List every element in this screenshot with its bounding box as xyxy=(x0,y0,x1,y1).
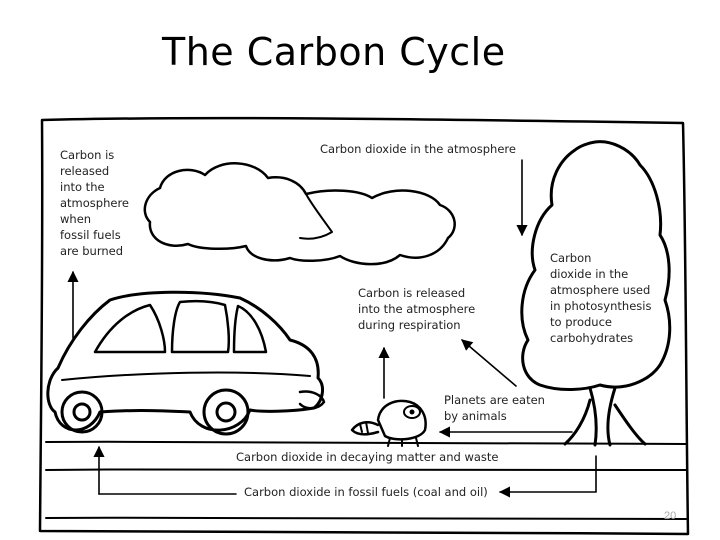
svg-text:when: when xyxy=(60,212,91,226)
arrow-decay-down xyxy=(498,455,597,498)
label-fossil-fuels: Carbon dioxide in fossil fuels (coal and… xyxy=(244,485,488,499)
svg-text:carbohydrates: carbohydrates xyxy=(550,331,633,345)
arrow-tree-to-respiration xyxy=(461,339,517,387)
svg-text:are burned: are burned xyxy=(60,244,123,258)
label-co2-atmosphere: Carbon dioxide in the atmosphere xyxy=(320,142,516,156)
svg-text:atmosphere used: atmosphere used xyxy=(550,283,650,297)
car xyxy=(46,290,326,436)
svg-text:to produce: to produce xyxy=(550,315,612,329)
tree xyxy=(520,140,672,447)
svg-text:into the atmosphere: into the atmosphere xyxy=(358,302,475,316)
cloud xyxy=(143,162,456,266)
soil-line-bottom xyxy=(45,516,687,520)
svg-text:in photosynthesis: in photosynthesis xyxy=(550,299,651,313)
svg-text:fossil fuels: fossil fuels xyxy=(60,228,121,242)
svg-text:dioxide in the: dioxide in the xyxy=(550,267,628,281)
slide-title: The Carbon Cycle xyxy=(162,30,506,74)
label-photosynthesis: Carbon dioxide in the atmosphere used in… xyxy=(550,251,651,345)
svg-text:Planets are eaten: Planets are eaten xyxy=(444,393,545,407)
cloud-inner xyxy=(299,193,333,240)
label-eaten: Planets are eaten by animals xyxy=(444,393,545,423)
svg-text:Carbon is released: Carbon is released xyxy=(358,286,465,300)
diagram-frame xyxy=(38,116,690,536)
ground-line xyxy=(45,440,687,445)
svg-text:Carbon is: Carbon is xyxy=(60,148,114,162)
soil-line-top xyxy=(45,467,687,471)
svg-text:during respiration: during respiration xyxy=(358,318,461,332)
raccoon xyxy=(350,399,427,447)
svg-text:by animals: by animals xyxy=(444,409,507,423)
svg-text:into the: into the xyxy=(60,180,105,194)
svg-text:atmosphere: atmosphere xyxy=(60,196,129,210)
svg-text:released: released xyxy=(60,164,109,178)
page-number: 20 xyxy=(664,510,676,522)
label-decaying: Carbon dioxide in decaying matter and wa… xyxy=(236,450,498,464)
svg-text:Carbon: Carbon xyxy=(550,251,591,265)
label-fossil-burn: Carbon is released into the atmosphere w… xyxy=(60,148,129,258)
label-respiration: Carbon is released into the atmosphere d… xyxy=(358,286,475,332)
